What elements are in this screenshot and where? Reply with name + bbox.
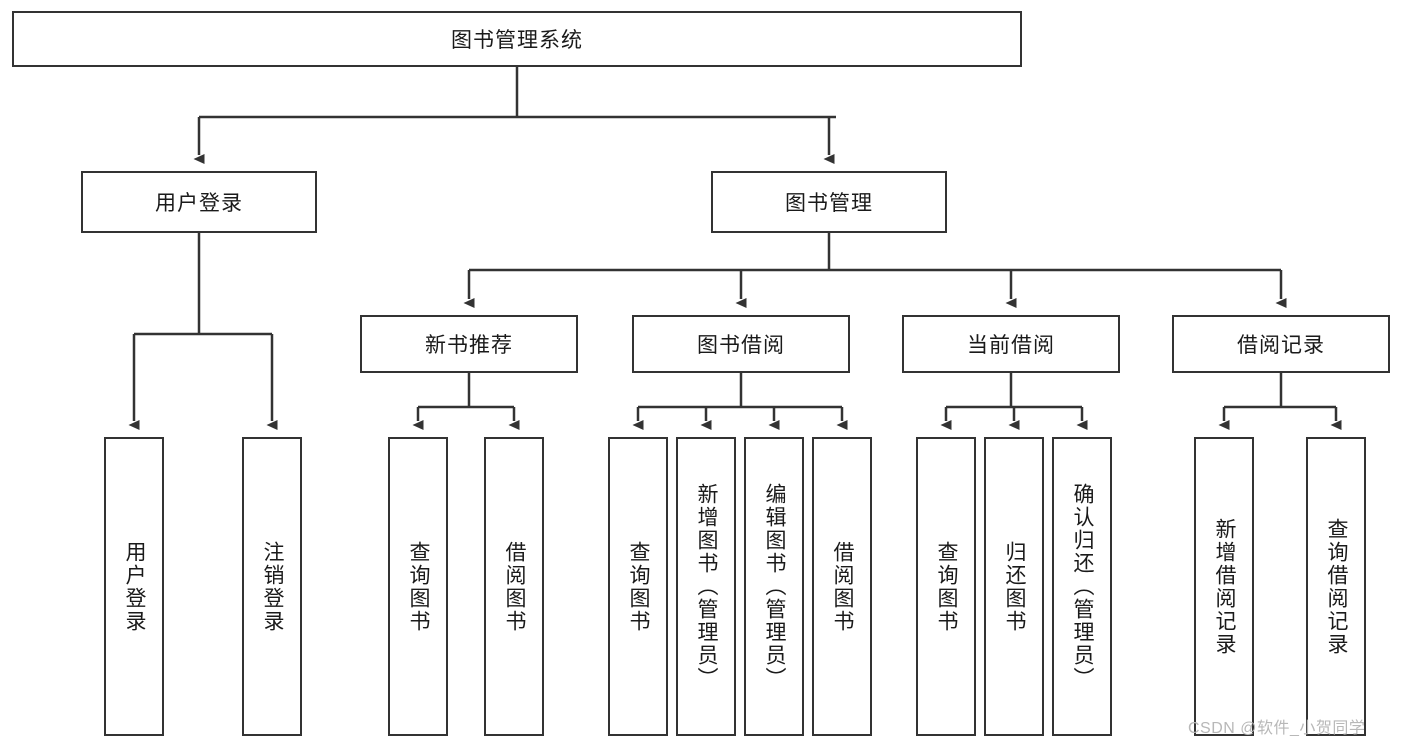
watermark: CSDN @软件_小贺同学 [1188, 720, 1366, 737]
leaf-current-borrow-1[interactable]: 查询图书 [916, 437, 976, 736]
node-current-borrow[interactable]: 当前借阅 [902, 315, 1120, 373]
leaf-new-book-1[interactable]: 查询图书 [388, 437, 448, 736]
leaf-book-borrow-4[interactable]: 借阅图书 [812, 437, 872, 736]
leaf-current-borrow-3-label: 确认归还（管理员） [1071, 483, 1095, 690]
leaf-current-borrow-2[interactable]: 归还图书 [984, 437, 1044, 736]
leaf-borrow-record-2[interactable]: 查询借阅记录 [1306, 437, 1366, 736]
leaf-book-borrow-3-label: 编辑图书（管理员） [763, 483, 787, 690]
leaf-current-borrow-1-label: 查询图书 [935, 540, 959, 633]
leaf-borrow-record-2-label: 查询借阅记录 [1325, 517, 1349, 656]
node-borrow-records-label: 借阅记录 [1237, 334, 1325, 357]
leaf-book-borrow-2-label: 新增图书（管理员） [695, 483, 719, 690]
node-user-login-label: 用户登录 [155, 192, 243, 215]
leaf-current-borrow-2-label: 归还图书 [1003, 540, 1027, 633]
node-book-borrow-label: 图书借阅 [697, 334, 785, 357]
node-current-borrow-label: 当前借阅 [967, 334, 1055, 357]
leaf-book-borrow-1[interactable]: 查询图书 [608, 437, 668, 736]
leaf-user-login-1-label: 用户登录 [123, 540, 147, 633]
leaf-current-borrow-3[interactable]: 确认归还（管理员） [1052, 437, 1112, 736]
leaf-book-borrow-4-label: 借阅图书 [831, 540, 855, 633]
node-book-borrow[interactable]: 图书借阅 [632, 315, 850, 373]
leaf-borrow-record-1-label: 新增借阅记录 [1213, 517, 1237, 656]
leaf-book-borrow-3[interactable]: 编辑图书（管理员） [744, 437, 804, 736]
leaf-new-book-1-label: 查询图书 [407, 540, 431, 633]
leaf-user-login-2-label: 注销登录 [261, 540, 285, 633]
leaf-user-login-1[interactable]: 用户登录 [104, 437, 164, 736]
leaf-book-borrow-2[interactable]: 新增图书（管理员） [676, 437, 736, 736]
leaf-book-borrow-1-label: 查询图书 [627, 540, 651, 633]
node-root-label: 图书管理系统 [451, 29, 583, 52]
node-new-book-recommend-label: 新书推荐 [425, 334, 513, 357]
node-book-management[interactable]: 图书管理 [711, 171, 947, 233]
node-borrow-records[interactable]: 借阅记录 [1172, 315, 1390, 373]
leaf-new-book-2[interactable]: 借阅图书 [484, 437, 544, 736]
leaf-user-login-2[interactable]: 注销登录 [242, 437, 302, 736]
leaf-borrow-record-1[interactable]: 新增借阅记录 [1194, 437, 1254, 736]
node-root[interactable]: 图书管理系统 [12, 11, 1022, 67]
node-new-book-recommend[interactable]: 新书推荐 [360, 315, 578, 373]
node-user-login[interactable]: 用户登录 [81, 171, 317, 233]
node-book-management-label: 图书管理 [785, 192, 873, 215]
leaf-new-book-2-label: 借阅图书 [503, 540, 527, 633]
